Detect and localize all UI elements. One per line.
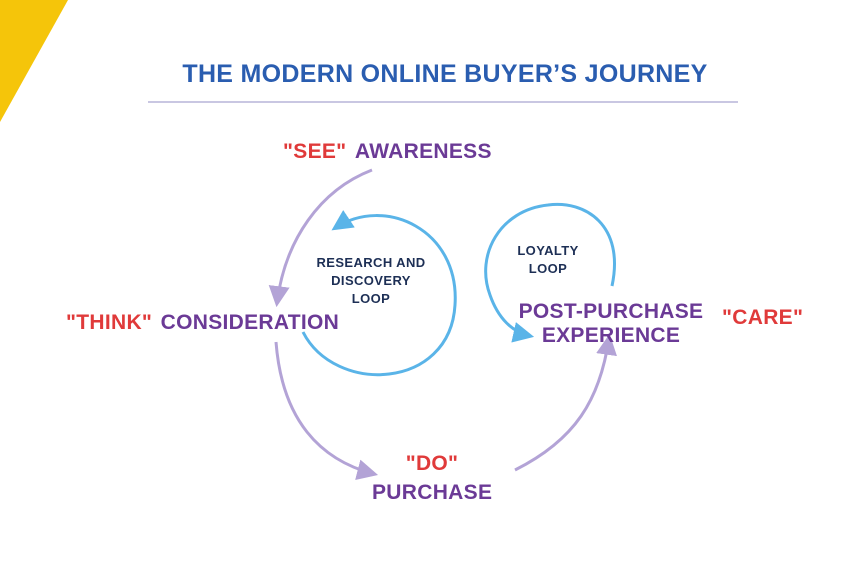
stage-see: "SEE" AWARENESS [283,140,492,164]
research-loop-line-1: RESEARCH AND [316,255,426,270]
loyalty-loop-arc [484,202,616,343]
research-loop-arc [301,209,457,377]
research-loop-label: RESEARCH AND DISCOVERY LOOP [306,254,436,308]
stage-see-label: AWARENESS [354,140,492,163]
research-loop-line-3: LOOP [351,291,391,306]
stage-think-label: CONSIDERATION [160,311,340,334]
stage-care-line-2: EXPERIENCE [541,324,681,347]
corner-accent [0,0,68,122]
stage-do-label: PURCHASE [372,481,493,504]
stage-think-quote: "THINK" [66,311,153,334]
page-title: THE MODERN ONLINE BUYER’S JOURNEY [182,60,708,88]
research-loop-line-2: DISCOVERY [331,273,411,288]
stage-care-quote: "CARE" [722,306,804,329]
arrow-do-to-care [514,333,617,472]
loyalty-loop-label: LOYALTY LOOP [508,242,588,278]
stage-see-quote: "SEE" [283,140,347,163]
stage-think: "THINK" CONSIDERATION [66,311,339,335]
stage-care-line-1: POST-PURCHASE [518,300,704,323]
arrow-think-to-do [274,341,379,480]
arrow-see-to-think [268,168,373,308]
stage-care-label: POST-PURCHASE EXPERIENCE [511,300,711,348]
loyalty-loop-line-1: LOYALTY [517,243,579,258]
loyalty-loop-line-2: LOOP [528,261,568,276]
stage-do-quote: "DO" [405,452,459,475]
title-underline [148,101,738,103]
